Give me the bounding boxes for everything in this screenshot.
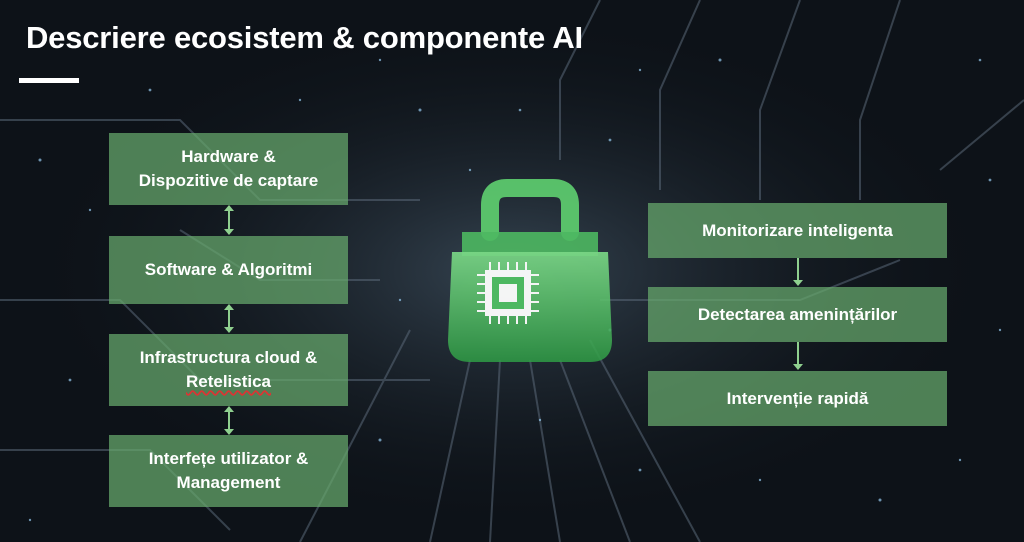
box-software: Software & Algoritmi (109, 236, 348, 304)
connector-right-2 (797, 342, 799, 366)
arrow-down-icon (224, 327, 234, 333)
connector-left-3 (228, 410, 230, 432)
box-interfete: Interfețe utilizator & Management (109, 435, 348, 507)
box-detectarea: Detectarea amenințărilor (648, 287, 947, 342)
box-hardware-line2: Dispozitive de captare (138, 171, 319, 190)
connector-left-1 (228, 209, 230, 233)
connector-left-2 (228, 308, 230, 330)
arrow-down-icon (224, 429, 234, 435)
arrow-up-icon (224, 205, 234, 211)
box-interventie-label: Intervenție rapidă (726, 388, 869, 408)
box-software-label: Software & Algoritmi (144, 260, 313, 279)
padlock-chip-icon (448, 179, 612, 362)
title-underline (19, 78, 79, 83)
arrow-up-icon (224, 304, 234, 310)
box-interfete-line1: Interfețe utilizator & (148, 449, 309, 468)
box-infra-line2: Retelistica (185, 372, 272, 391)
box-infrastructura: Infrastructura cloud & Retelistica (109, 334, 348, 406)
box-infra-line1: Infrastructura cloud & (139, 348, 318, 367)
arrow-up-icon (224, 406, 234, 412)
connector-right-1 (797, 258, 799, 282)
box-interventie: Intervenție rapidă (648, 371, 947, 426)
box-detectarea-label: Detectarea amenințărilor (697, 304, 898, 324)
box-interfete-line2: Management (176, 473, 281, 492)
box-monitorizare: Monitorizare inteligenta (648, 203, 947, 258)
box-hardware: Hardware & Dispozitive de captare (109, 133, 348, 205)
arrow-down-icon (224, 229, 234, 235)
arrow-down-icon (793, 364, 803, 370)
page-title: Descriere ecosistem & componente AI (26, 20, 583, 55)
arrow-down-icon (793, 280, 803, 286)
box-monitorizare-label: Monitorizare inteligenta (702, 220, 893, 240)
box-hardware-line1: Hardware & (181, 147, 276, 166)
